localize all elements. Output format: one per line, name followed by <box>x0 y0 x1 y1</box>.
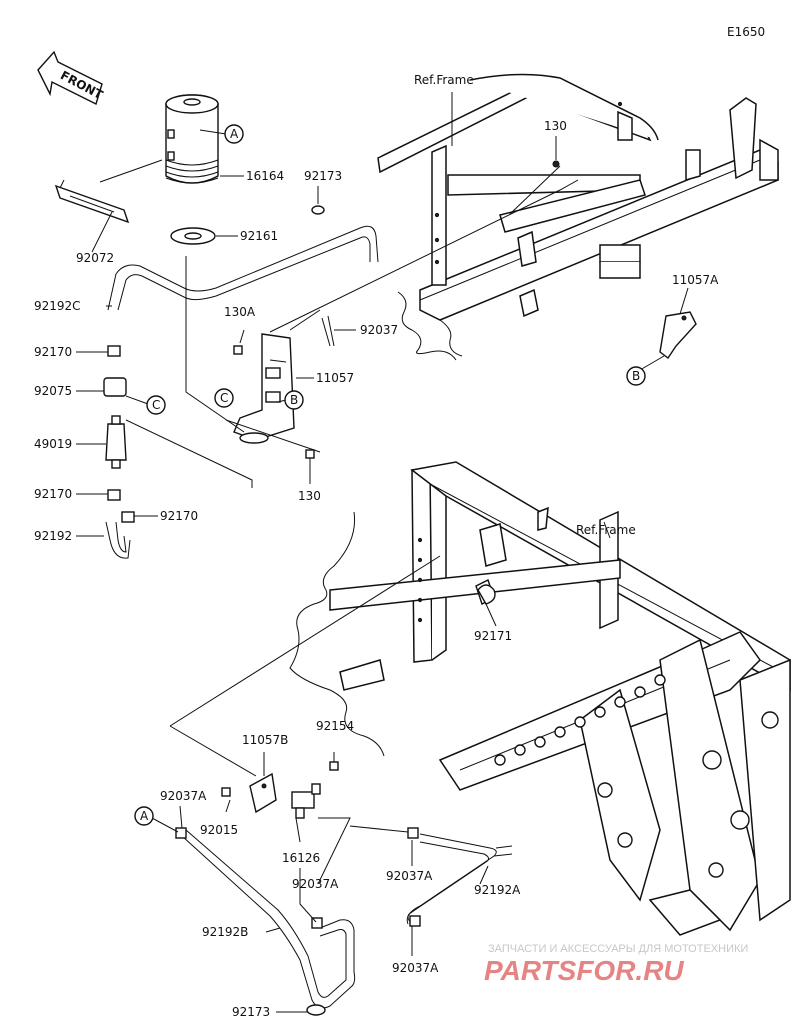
callout-b-mid: B <box>290 393 298 407</box>
callout-c-left: C <box>152 398 160 412</box>
diagram-code: E1650 <box>727 25 765 39</box>
upper-frame-drawing <box>377 73 779 361</box>
part-16126: 16126 <box>282 851 320 865</box>
part-92037A-3: 92037A <box>386 869 433 883</box>
part-92170-2: 92170 <box>34 487 72 501</box>
part-11057A: 11057A <box>672 273 719 287</box>
watermark-subtitle: ЗАПЧАСТИ И АКСЕССУАРЫ ДЛЯ МОТОТЕХНИКИ <box>488 943 748 955</box>
leader-lines <box>76 92 689 1013</box>
part-92173-bottom: 92173 <box>232 1005 270 1019</box>
watermark-brand: PARTSFOR.RU <box>484 955 684 986</box>
ref-frame-label-bottom: Ref.Frame <box>576 523 636 537</box>
part-130A: 130A <box>224 305 256 319</box>
callout-markers: A C C B B A <box>134 124 646 826</box>
part-92037A-1: 92037A <box>160 789 207 803</box>
watermark: ЗАПЧАСТИ И АКСЕССУАРЫ ДЛЯ МОТОТЕХНИКИ PA… <box>484 943 748 986</box>
part-92037A-4: 92037A <box>392 961 439 975</box>
callout-b-right: B <box>632 369 640 383</box>
part-11057: 11057 <box>316 371 354 385</box>
part-130-mid: 130 <box>298 489 321 503</box>
ref-frame-label-top: Ref.Frame <box>414 73 474 87</box>
front-arrow-icon: FRONT <box>37 50 106 105</box>
frame-holes <box>417 537 779 878</box>
callout-a-bottom: A <box>140 809 149 823</box>
part-92170-3: 92170 <box>160 509 198 523</box>
bracket-11057 <box>233 311 697 459</box>
part-92170-1: 92170 <box>34 345 72 359</box>
part-92154: 92154 <box>316 719 354 733</box>
part-92192A: 92192A <box>474 883 521 897</box>
part-92161: 92161 <box>240 229 278 243</box>
lower-frame-drawing <box>289 461 791 936</box>
part-92075: 92075 <box>34 384 72 398</box>
part-16164: 16164 <box>246 169 284 183</box>
part-92072: 92072 <box>76 251 114 265</box>
part-92173-top: 92173 <box>304 169 342 183</box>
callout-c-mid: C <box>220 391 228 405</box>
part-92192: 92192 <box>34 529 72 543</box>
part-92015: 92015 <box>200 823 238 837</box>
part-49019: 49019 <box>34 437 72 451</box>
callout-a-top: A <box>230 127 239 141</box>
part-number-labels: E1650 Ref.Frame Ref.Frame 16164 92173 92… <box>34 25 765 1019</box>
part-92171: 92171 <box>474 629 512 643</box>
part-130-top: 130 <box>544 119 567 133</box>
part-92192B: 92192B <box>202 925 248 939</box>
part-92192C: 92192C <box>34 299 81 313</box>
part-92037A-2: 92037A <box>292 877 339 891</box>
part-92037: 92037 <box>360 323 398 337</box>
part-11057B: 11057B <box>242 733 288 747</box>
canister-assembly <box>54 94 379 559</box>
lower-parts <box>175 584 513 1016</box>
